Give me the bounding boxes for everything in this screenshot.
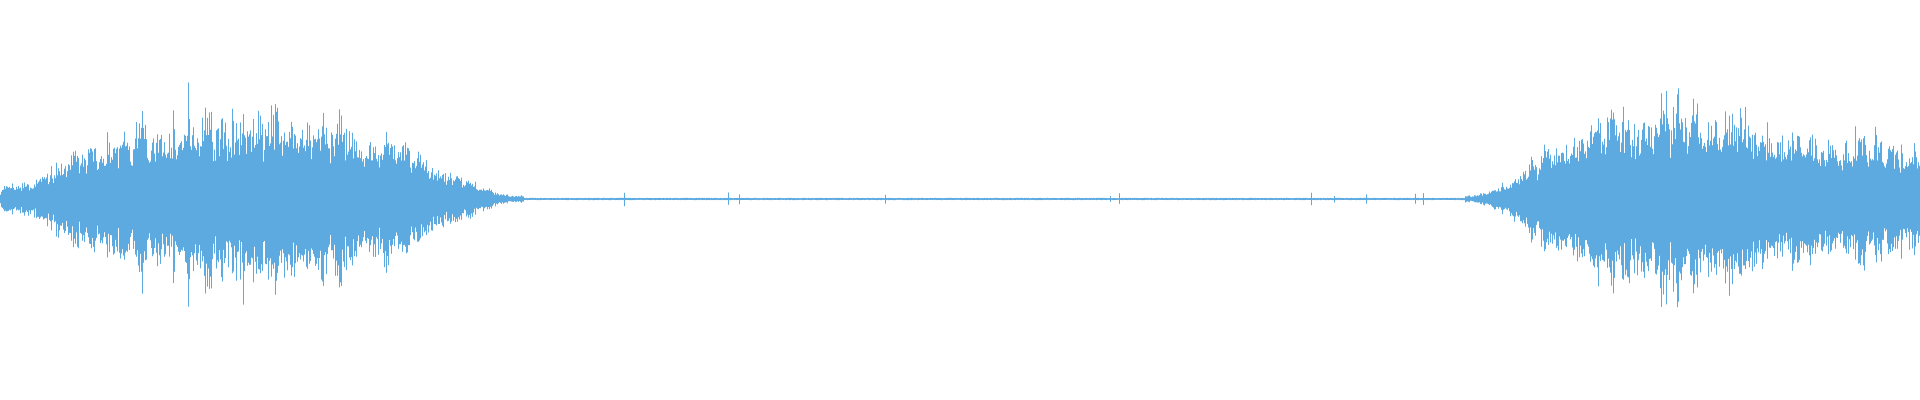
waveform-peaks — [0, 82, 1920, 308]
